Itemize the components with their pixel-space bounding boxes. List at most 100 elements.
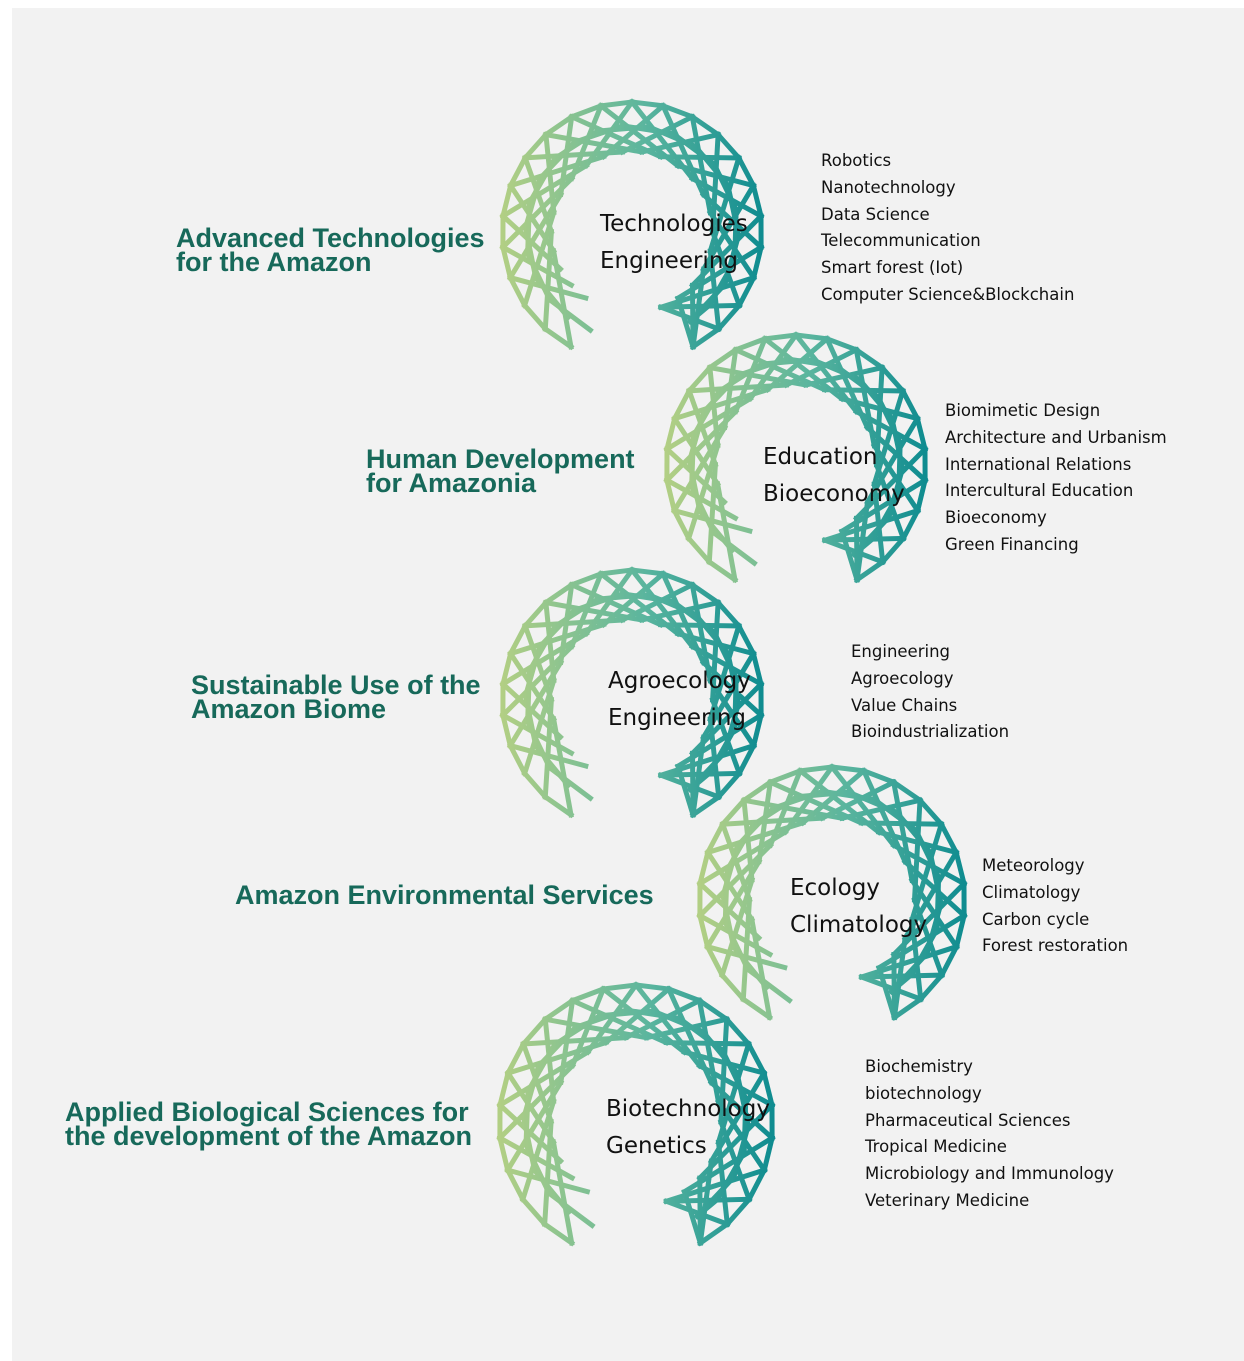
center-label: Ecology Climatology [790,870,927,944]
ring-stroke [521,131,550,162]
ring-stroke [658,770,742,778]
ring-stroke [715,301,743,333]
ring-stroke [899,507,922,542]
topic-item: Pharmaceutical Sciences [865,1110,1071,1130]
section-title: Sustainable Use of the Amazon Biome [191,672,481,723]
ring-ornament [499,566,765,819]
ring-ornament [499,98,765,351]
section-title: Amazon Environmental Services [235,880,654,910]
center-label: Biotechnology Genetics [606,1091,770,1165]
ring-stroke [853,558,887,584]
ring-stroke [685,364,714,395]
ring-stroke [767,767,804,786]
ring-ornament [696,763,968,1021]
ring-stroke [521,769,549,801]
ring-stroke [629,567,666,577]
topic-item: biotechnology [865,1083,982,1103]
ring-stroke [499,244,514,281]
ring-stroke [750,182,765,220]
ring-stroke [705,558,739,584]
ring-stroke [568,570,605,589]
ring-stroke [953,912,968,950]
topic-item: Architecture and Urbanism [945,427,1167,447]
section-title-line: Applied Biological Sciences for [65,1097,469,1127]
ring-stroke [629,99,666,109]
section-title: Human Development for Amazonia [366,446,635,497]
center-label-line: Bioeconomy [763,481,905,507]
ring-stroke [696,912,711,950]
topic-item: Veterinary Medicine [865,1190,1030,1210]
ring-stroke [521,301,549,333]
topic-item: Bioindustrialization [851,722,1010,742]
section-title-line: the development of the Amazon [65,1121,473,1151]
ring-stroke [850,534,878,558]
topic-item: Biomimetic Design [945,401,1101,420]
ring-stroke [496,1070,512,1109]
ring-stroke [541,793,575,819]
ring-stroke [762,332,799,342]
topic-item: Biochemistry [865,1057,973,1076]
ring-stroke [914,415,929,453]
topic-item: Green Financing [945,534,1079,554]
ring-stroke [696,1220,731,1247]
ring-stroke [858,973,924,1003]
ring-stroke [693,1195,722,1220]
ring-stroke [663,1198,731,1228]
ring-stroke [859,972,945,980]
ring-stroke [696,997,731,1023]
ring-stroke [879,534,907,566]
ring-stroke [823,335,860,354]
ring-stroke [890,995,925,1021]
ring-stroke [663,415,678,453]
ring-stroke [704,943,726,979]
ring-stroke [685,534,713,566]
ring-stroke [657,274,757,311]
center-label-line: Engineering [608,705,746,731]
ring-stroke [506,742,529,777]
ring-stroke [953,849,968,887]
ring-stroke [657,303,722,333]
topic-item: Tropical Medicine [865,1137,1007,1157]
ring-stroke [506,274,529,309]
ring-stroke [542,581,576,607]
ring-stroke [821,536,886,566]
ring-stroke [704,820,727,856]
ring-stroke [499,650,514,688]
ring-stroke [917,971,946,1003]
ring-stroke [793,332,830,342]
topic-item: Value Chains [851,695,958,715]
ring-stroke [745,1040,768,1077]
topic-item: Carbon cycle [982,909,1090,929]
ring-stroke [719,796,748,828]
ring-stroke [797,764,835,774]
ring-stroke [541,1220,576,1247]
topic-item: Engineering [851,642,950,661]
section-title-line: Amazon Environmental Services [235,880,654,910]
ring-stroke [504,1166,527,1203]
ring-stroke [670,507,693,542]
ring-stroke [598,99,635,109]
ring-stroke [937,820,960,856]
ring-stroke [663,1196,752,1204]
diagram-panel [12,8,1244,1361]
ring-stroke [735,742,758,777]
ring-stroke [852,346,886,372]
center-label-line: Ecology [790,875,880,901]
ring-stroke [723,1015,753,1048]
ring-stroke [740,778,774,804]
ring-stroke [890,778,924,804]
topic-list: Engineering Agroecology Value Chains Bio… [851,639,1009,746]
ring-stroke [735,154,757,189]
ring-stroke [541,325,575,351]
center-label: Technologies Engineering [600,206,748,280]
topic-list: Meteorology Climatology Carbon cycle For… [982,853,1128,960]
topic-item: Robotics [821,151,892,170]
ring-stroke [519,1015,549,1048]
ring-stroke [568,102,605,121]
topic-item: Meteorology [982,856,1085,875]
ring-stroke [714,131,743,162]
ring-stroke [750,244,765,281]
ring-stroke [745,1166,768,1203]
ring-stroke [739,995,774,1021]
